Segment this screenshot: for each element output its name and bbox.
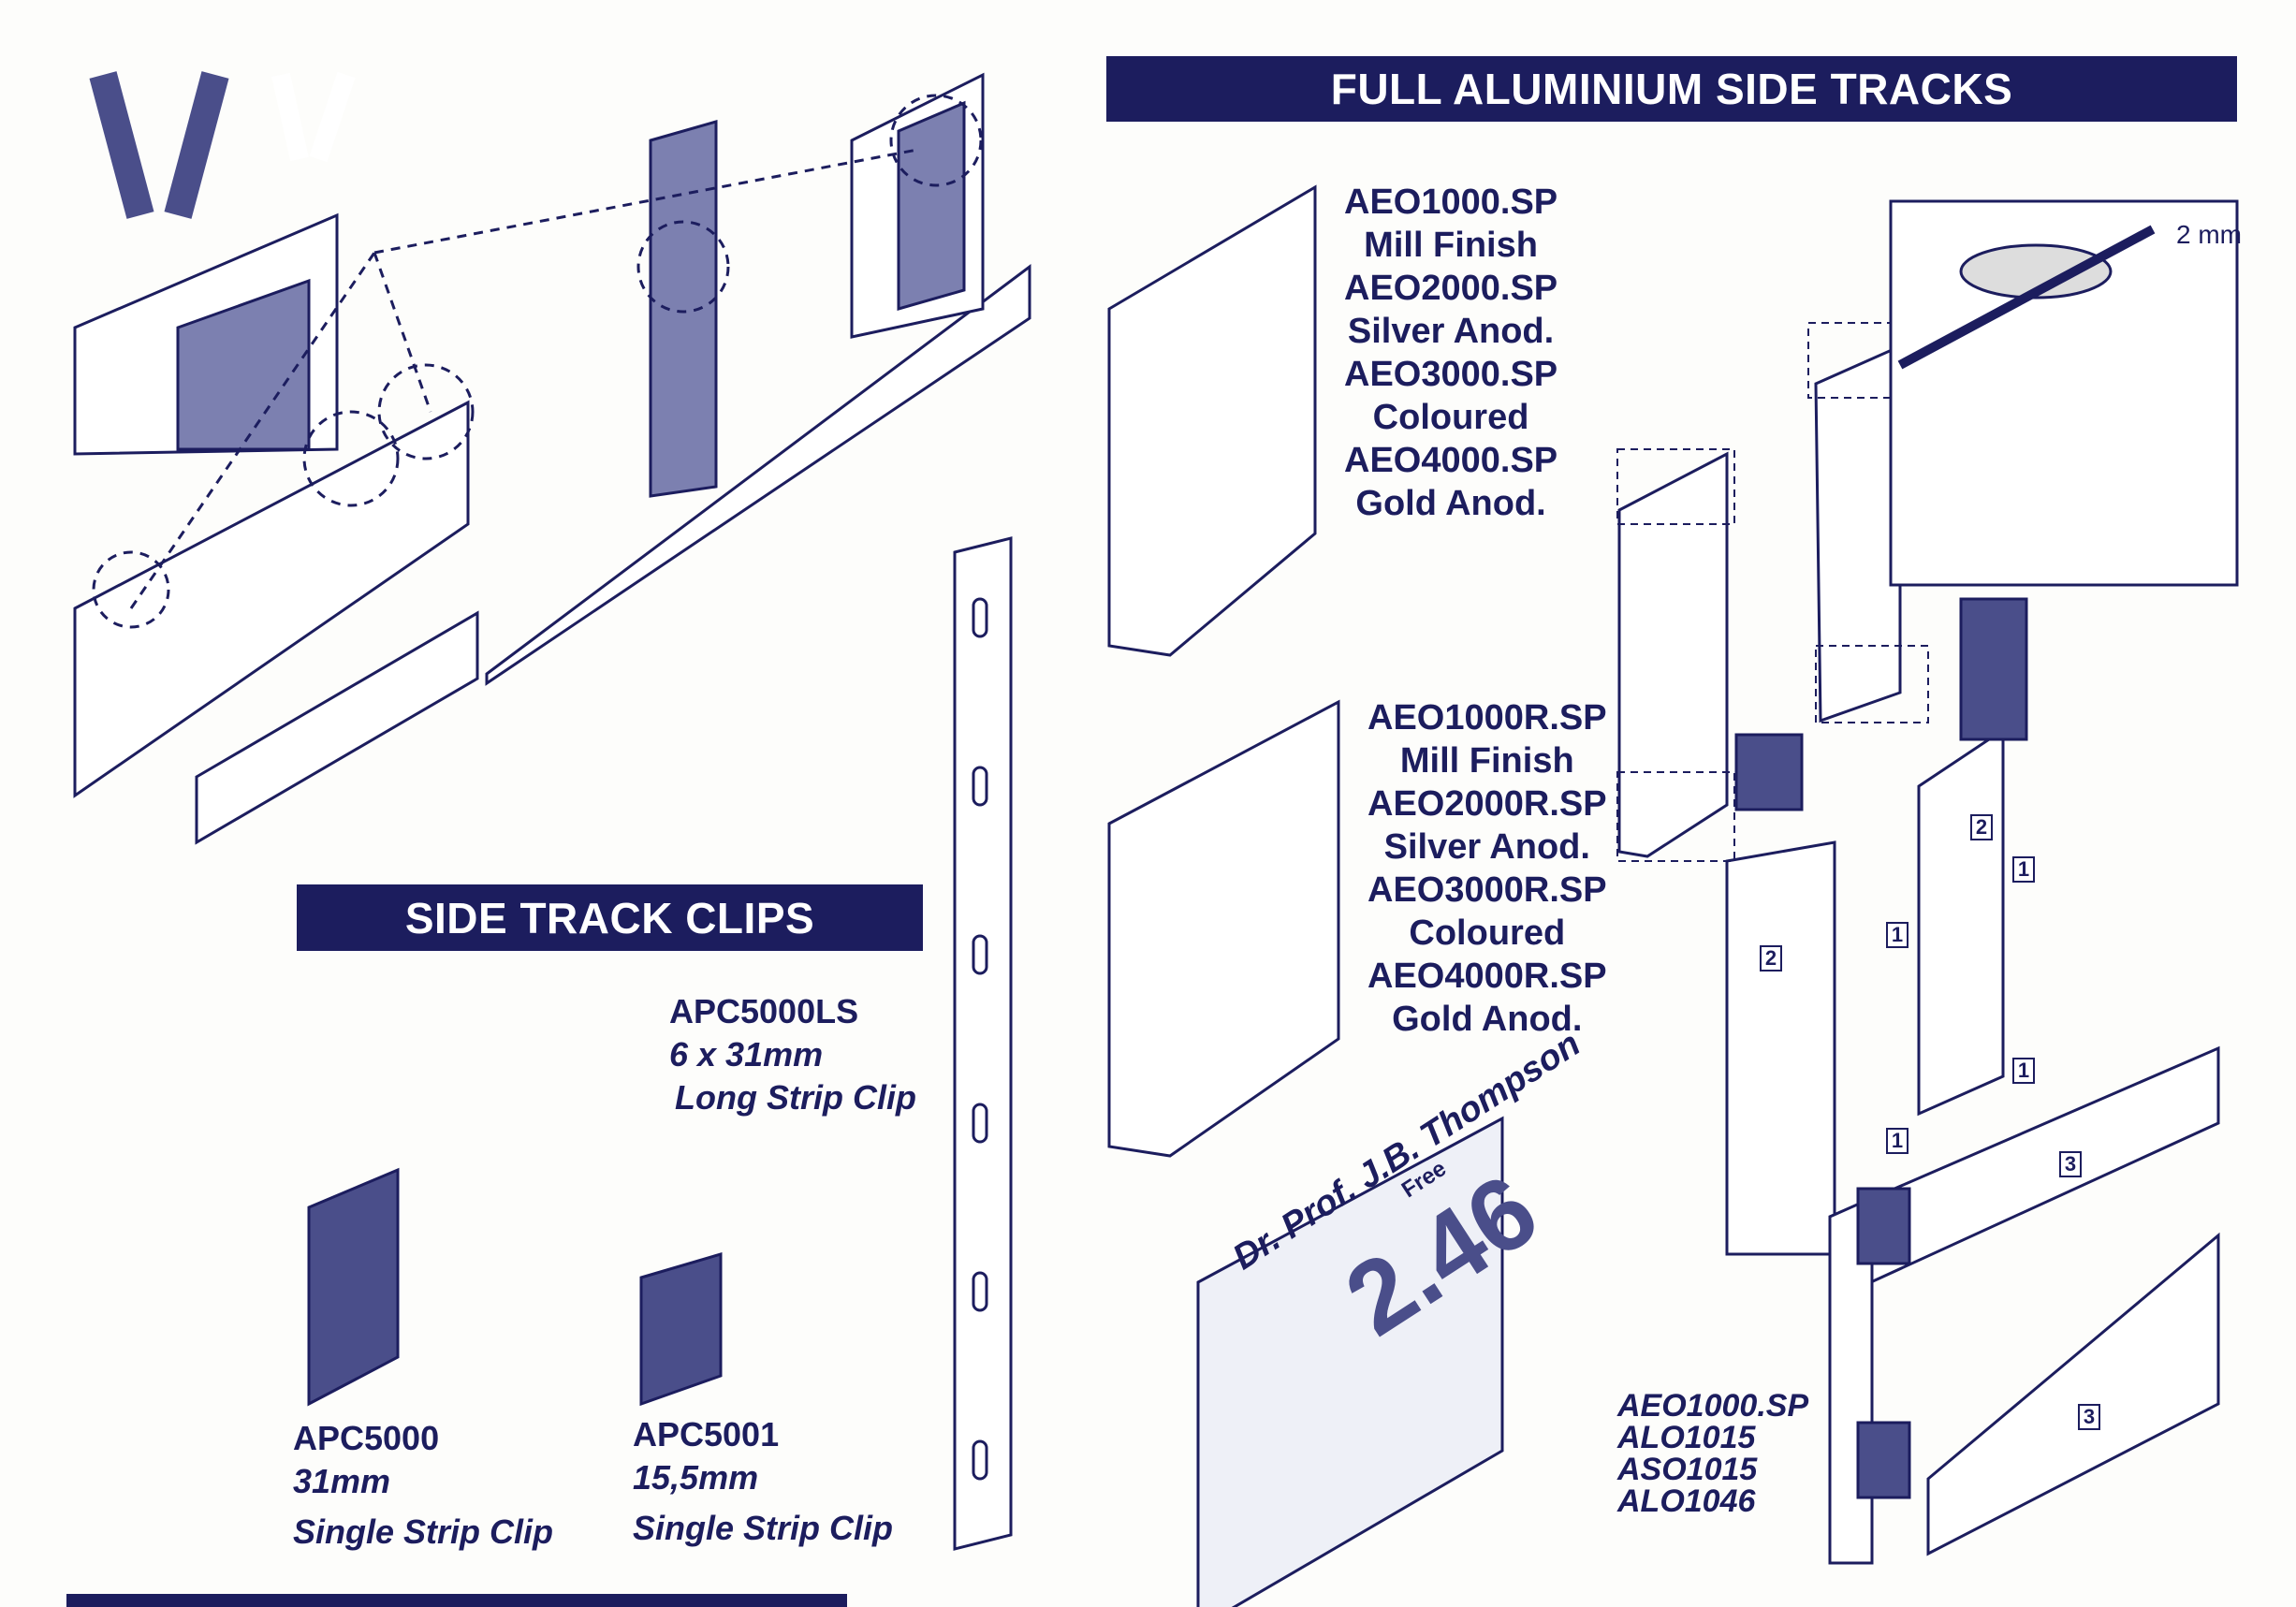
side-track-assembly-illustration <box>73 71 1031 845</box>
track-finish: Gold Anod. <box>1355 484 1546 523</box>
step-label-3: 3 <box>2078 1404 2100 1430</box>
clip-name: Single Strip Clip <box>293 1512 554 1551</box>
clip-size: 15,5mm <box>633 1458 759 1497</box>
step-label-3: 3 <box>2059 1151 2082 1177</box>
step-label-2: 2 <box>1970 814 1993 840</box>
track-finish: Silver Anod. <box>1347 312 1555 351</box>
track-code: AEO1000.SP <box>1344 183 1558 222</box>
step-label-1: 1 <box>1886 1128 1908 1154</box>
track-finish: Coloured <box>1372 398 1529 437</box>
assembly-parts-list: AEO1000.SP ALO1015 ASO1015 ALO1046 <box>1617 1390 1808 1517</box>
track-finish: Coloured <box>1409 913 1566 953</box>
straight-track-profile <box>1107 184 1317 657</box>
clip-name: Single Strip Clip <box>633 1509 894 1547</box>
clip-size: 31mm <box>293 1462 391 1500</box>
clip-size: 6 x 31mm <box>669 1035 824 1074</box>
full-aluminium-side-tracks-header: FULL ALUMINIUM SIDE TRACKS <box>1106 56 2237 122</box>
rounded-track-profile <box>1107 699 1340 1158</box>
track-code: AEO4000R.SP <box>1367 957 1607 996</box>
step-label-1: 1 <box>2012 1058 2035 1084</box>
apc5000-clip-illustration <box>307 1167 400 1407</box>
bottom-section-header <box>66 1594 847 1607</box>
part-code: ASO1015 <box>1617 1452 1758 1487</box>
track-installation-illustration <box>1616 199 2239 1565</box>
long-strip-clip-illustration <box>953 536 1013 1551</box>
track-code: AEO2000R.SP <box>1367 784 1607 824</box>
door-sign-illustration <box>1196 1116 1504 1607</box>
long-strip-clip-label: APC5000LS 6 x 31mm Long Strip Clip <box>669 990 916 1119</box>
step-label-2: 2 <box>1760 945 1782 972</box>
apc5001-clip-illustration <box>639 1251 723 1407</box>
part-code: ALO1015 <box>1617 1420 1756 1455</box>
saw-thickness-label: 2 mm <box>2176 220 2242 249</box>
track-code: AEO3000.SP <box>1344 355 1558 394</box>
track-code: AEO4000.SP <box>1344 441 1558 480</box>
track-finish: Mill Finish <box>1364 226 1538 265</box>
part-code: AEO1000.SP <box>1617 1388 1809 1424</box>
clip-code: APC5001 <box>633 1415 780 1454</box>
apc5001-label: APC5001 15,5mm Single Strip Clip <box>633 1413 893 1550</box>
step-label-1: 1 <box>2012 856 2035 883</box>
clip-name: Long Strip Clip <box>675 1078 916 1117</box>
apc5000-label: APC5000 31mm Single Strip Clip <box>293 1417 553 1554</box>
rounded-track-codes: AEO1000R.SP Mill Finish AEO2000R.SP Silv… <box>1367 696 1607 1041</box>
track-finish: Silver Anod. <box>1383 827 1590 867</box>
straight-track-codes: AEO1000.SP Mill Finish AEO2000.SP Silver… <box>1344 181 1557 525</box>
step-label-1: 1 <box>1886 922 1908 948</box>
side-track-clips-header: SIDE TRACK CLIPS <box>297 884 923 951</box>
track-code: AEO2000.SP <box>1344 269 1558 308</box>
track-finish: Gold Anod. <box>1392 1000 1583 1039</box>
clip-code: APC5000LS <box>669 992 859 1030</box>
clip-code: APC5000 <box>293 1419 440 1457</box>
part-code: ALO1046 <box>1617 1483 1756 1519</box>
track-finish: Mill Finish <box>1399 741 1574 781</box>
track-code: AEO1000R.SP <box>1367 698 1607 738</box>
track-code: AEO3000R.SP <box>1367 870 1607 910</box>
